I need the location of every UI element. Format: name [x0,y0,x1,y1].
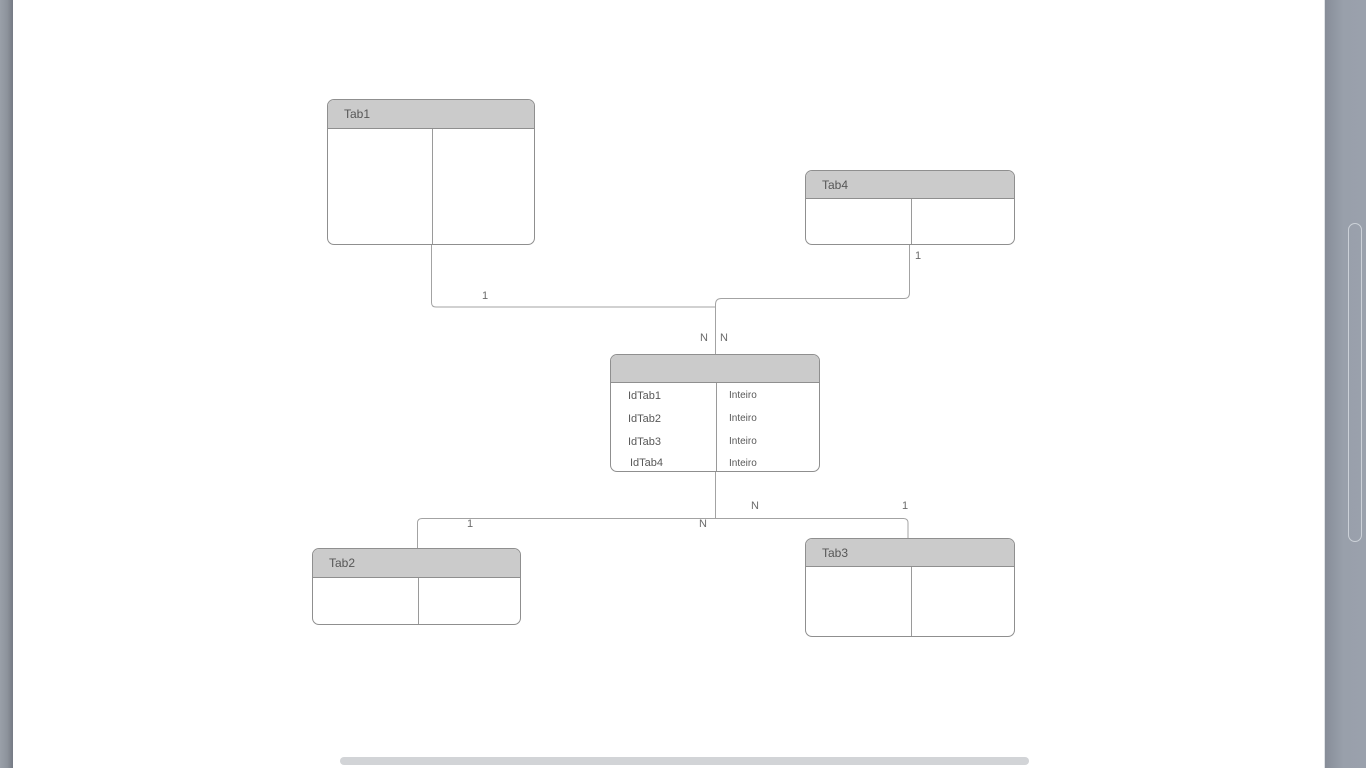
connection-junction-tab2-tab3[interactable] [417,518,909,549]
field-type: Inteiro [729,413,757,424]
field-row[interactable]: IdTab1 Inteiro [611,384,819,407]
entity-header[interactable]: Tab2 [313,549,520,578]
entity-table-tab1[interactable]: Tab1 [327,99,535,245]
entity-title: Tab4 [822,177,849,192]
entity-header[interactable]: Tab1 [328,100,534,129]
entity-header[interactable] [611,355,819,383]
field-row[interactable]: IdTab3 Inteiro [611,430,819,453]
horizontal-scrollbar-thumb[interactable] [340,757,1029,765]
cardinality-label-tab1-many: N [700,332,708,344]
entity-table-tab4[interactable]: Tab4 [805,170,1015,245]
entity-header[interactable]: Tab4 [806,171,1014,199]
field-type: Inteiro [729,436,757,447]
window-left-edge [0,0,13,768]
cardinality-label-tab4-many: N [720,332,728,344]
cardinality-label-tab2-many: N [699,518,707,530]
column-divider [716,383,717,471]
vertical-scrollbar-track[interactable] [1324,0,1366,768]
cardinality-label-tab2-one: 1 [467,518,474,530]
entity-table-tab2[interactable]: Tab2 [312,548,521,625]
entity-title: Tab1 [344,107,371,121]
cardinality-label-tab1-one: 1 [482,290,489,302]
connection-tab1-junction[interactable] [431,245,716,354]
connection-tab4-junction[interactable] [715,245,910,354]
cardinality-label-tab3-many: N [751,500,759,512]
cardinality-label-tab4-one: 1 [915,250,922,262]
entity-table-junction[interactable]: IdTab1 Inteiro IdTab2 Inteiro IdTab3 Int… [610,354,820,472]
field-name: IdTab1 [628,389,662,402]
field-row[interactable]: IdTab2 Inteiro [611,407,819,430]
field-name: IdTab4 [630,457,664,469]
entity-title: Tab2 [329,556,356,570]
column-divider [432,129,433,244]
column-divider [418,578,419,624]
vertical-scrollbar-thumb[interactable] [1348,223,1362,542]
field-type: Inteiro [729,457,757,469]
field-name: IdTab2 [628,412,662,425]
entity-header[interactable]: Tab3 [806,539,1014,567]
field-type: Inteiro [729,390,757,401]
entity-title: Tab3 [822,545,849,560]
field-name: IdTab3 [628,435,662,448]
entity-table-tab3[interactable]: Tab3 [805,538,1015,637]
cardinality-label-tab3-one: 1 [902,500,909,512]
column-divider [911,199,912,244]
field-row[interactable]: IdTab4 Inteiro [611,453,819,471]
column-divider [911,567,912,636]
